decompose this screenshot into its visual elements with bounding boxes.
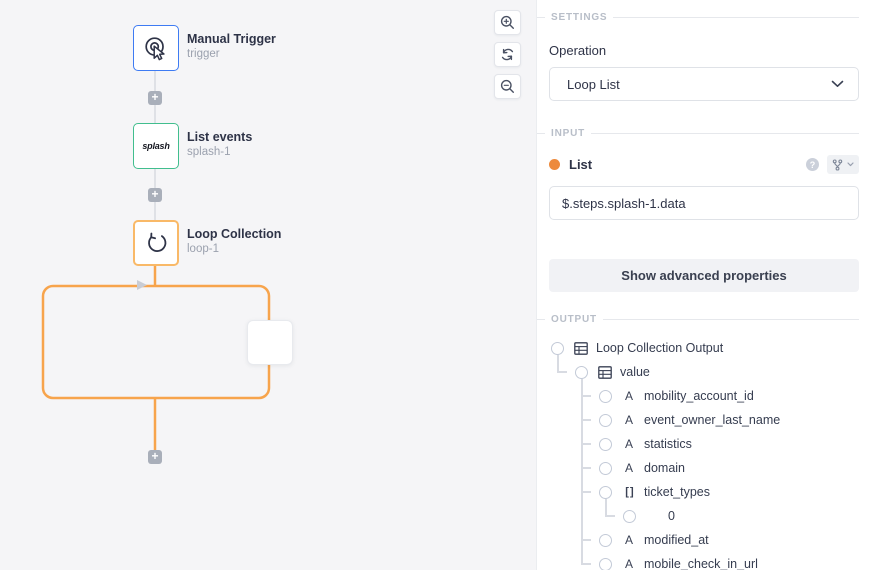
tree-connector: [557, 371, 567, 373]
list-property-row: List ?: [549, 155, 859, 174]
tree-node-radio[interactable]: [599, 389, 612, 403]
zoom-in-button[interactable]: [494, 10, 521, 35]
tree-label: value: [620, 365, 650, 379]
array-type-icon: [ ]: [625, 486, 633, 498]
node-label: Manual Trigger trigger: [187, 32, 276, 62]
string-type-icon: A: [624, 389, 633, 403]
output-tree: Loop Collection Output value A mobility_…: [549, 336, 859, 570]
tree-connector: [581, 395, 591, 397]
help-icon[interactable]: ?: [806, 158, 819, 171]
tree-connector: [605, 499, 607, 515]
node-title: List events: [187, 130, 253, 144]
node-list-events[interactable]: splash: [133, 123, 179, 169]
string-type-icon: A: [624, 533, 633, 547]
tree-node-radio[interactable]: [623, 509, 636, 523]
chevron-down-icon: [847, 162, 854, 167]
add-step-button[interactable]: +: [148, 188, 162, 202]
tree-row-index-0[interactable]: 0: [549, 504, 859, 528]
tree-row-domain[interactable]: A domain: [549, 456, 859, 480]
tree-label: Loop Collection Output: [596, 341, 724, 355]
branch-icon: [832, 158, 843, 171]
operation-selected-value: Loop List: [567, 76, 620, 92]
tree-row-mobile-check-in-url[interactable]: A mobile_check_in_url: [549, 552, 859, 570]
add-step-button[interactable]: +: [148, 91, 162, 105]
tree-connector: [581, 443, 591, 445]
string-type-icon: A: [624, 413, 633, 427]
zoom-out-button[interactable]: [494, 74, 521, 99]
tree-row-statistics[interactable]: A statistics: [549, 432, 859, 456]
node-title: Loop Collection: [187, 227, 282, 241]
tree-row-loop-collection-output[interactable]: Loop Collection Output: [549, 336, 859, 360]
tree-row-ticket-types[interactable]: [ ] ticket_types: [549, 480, 859, 504]
settings-section-header: SETTINGS: [537, 0, 859, 23]
click-cursor-icon: [145, 37, 165, 61]
node-loop-collection[interactable]: [133, 220, 179, 266]
loop-direction-arrow-icon: [137, 280, 147, 290]
tree-connector: [581, 467, 591, 469]
tree-node-radio[interactable]: [599, 485, 612, 499]
show-advanced-properties-button[interactable]: Show advanced properties: [549, 259, 859, 292]
node-manual-trigger[interactable]: [133, 25, 179, 71]
refresh-button[interactable]: [494, 42, 521, 67]
operation-label: Operation: [549, 43, 607, 58]
tree-label: statistics: [644, 437, 692, 451]
tree-connector: [581, 563, 591, 565]
circular-arrow-icon: [148, 232, 167, 252]
node-title: Manual Trigger: [187, 32, 276, 46]
node-subtitle: splash-1: [187, 146, 231, 158]
tree-node-radio[interactable]: [599, 461, 612, 475]
magnifier-plus-icon: [500, 15, 515, 30]
tree-connector: [557, 355, 559, 372]
tree-row-event-owner-last-name[interactable]: A event_owner_last_name: [549, 408, 859, 432]
tree-connector: [605, 515, 615, 517]
splash-logo: splash: [142, 141, 170, 151]
properties-panel: SETTINGS Operation Loop List INPUT List …: [536, 0, 869, 570]
tree-label: event_owner_last_name: [644, 413, 781, 427]
operation-select[interactable]: Loop List: [549, 67, 859, 101]
empty-loop-step-slot[interactable]: [247, 320, 293, 365]
tree-connector: [581, 539, 591, 541]
required-property-dot: [549, 159, 560, 170]
string-type-icon: A: [624, 461, 633, 475]
output-section-header: OUTPUT: [537, 314, 859, 325]
sync-arrows-icon: [501, 48, 514, 61]
tree-label: ticket_types: [644, 485, 711, 499]
tree-node-radio[interactable]: [599, 533, 612, 547]
node-subtitle: loop-1: [187, 243, 219, 255]
tree-node-radio[interactable]: [599, 437, 612, 451]
settings-header-label: SETTINGS: [551, 12, 608, 23]
tree-row-modified-at[interactable]: A modified_at: [549, 528, 859, 552]
tree-label: mobility_account_id: [644, 389, 754, 403]
tree-label: 0: [668, 509, 675, 523]
input-header-label: INPUT: [551, 128, 585, 139]
tree-connector: [581, 419, 591, 421]
tree-label: mobile_check_in_url: [644, 557, 758, 570]
jsonpath-mode-button[interactable]: [827, 155, 859, 174]
tree-node-radio[interactable]: [551, 341, 564, 355]
tree-label: domain: [644, 461, 685, 475]
node-subtitle: trigger: [187, 48, 220, 60]
magnifier-minus-icon: [500, 79, 515, 94]
node-label: Loop Collection loop-1: [187, 227, 281, 257]
string-type-icon: A: [624, 557, 633, 570]
tree-node-radio[interactable]: [599, 557, 612, 570]
canvas-toolbar: [494, 10, 521, 99]
tree-node-radio[interactable]: [575, 365, 588, 379]
tree-node-radio[interactable]: [599, 413, 612, 427]
tree-label: modified_at: [644, 533, 709, 547]
tree-row-mobility-account-id[interactable]: A mobility_account_id: [549, 384, 859, 408]
list-property-label: List: [569, 157, 593, 172]
tree-row-value[interactable]: value: [549, 360, 859, 384]
list-value-input[interactable]: [549, 186, 859, 220]
string-type-icon: A: [624, 437, 633, 451]
tree-connector: [581, 491, 591, 493]
object-type-icon: [596, 365, 614, 379]
add-step-button[interactable]: +: [148, 450, 162, 464]
node-label: List events splash-1: [187, 130, 252, 160]
tree-connector: [581, 379, 583, 564]
input-section-header: INPUT: [537, 128, 859, 139]
object-type-icon: [572, 341, 590, 355]
output-header-label: OUTPUT: [551, 314, 597, 325]
chevron-down-icon: [831, 80, 844, 87]
